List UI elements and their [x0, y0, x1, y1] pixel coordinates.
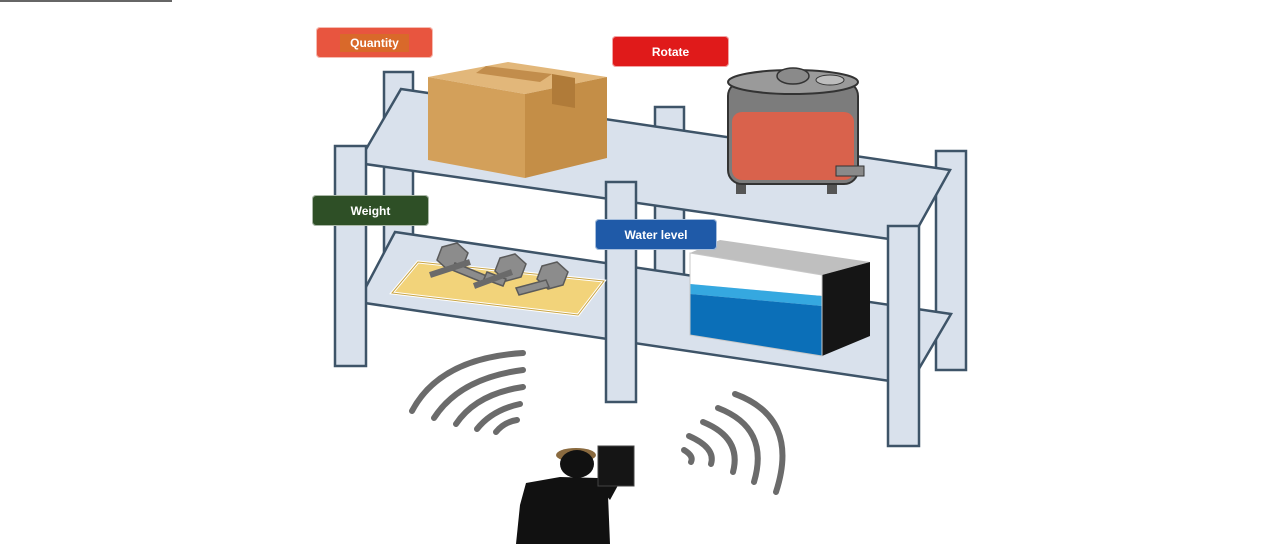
cardboard-box-icon [428, 62, 607, 178]
quantity-label-text: Quantity [340, 33, 409, 52]
signal-waves-right-icon [681, 391, 786, 495]
water-container-icon [689, 240, 870, 357]
bolts-icon [389, 242, 607, 317]
rotate-label-text: Rotate [651, 44, 690, 59]
rotate-label: Rotate [612, 36, 729, 67]
quantity-label: Quantity [316, 27, 433, 58]
shelf-post-front-left [333, 144, 368, 368]
water-level-label-text: Water level [624, 227, 688, 242]
shelf-post-front-right [886, 224, 921, 448]
water-level-label: Water level [595, 219, 717, 250]
weight-label: Weight [312, 195, 429, 226]
person-with-reader-icon [516, 445, 635, 544]
signal-waves-left-icon [409, 350, 526, 435]
weight-label-text: Weight [350, 203, 391, 218]
tank-icon [727, 67, 865, 194]
shelf-post-front-middle [604, 180, 638, 404]
